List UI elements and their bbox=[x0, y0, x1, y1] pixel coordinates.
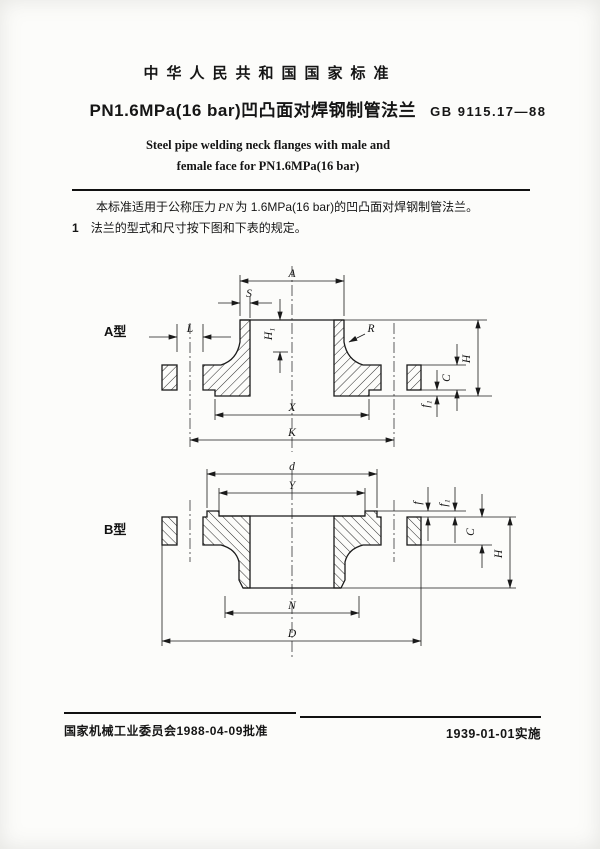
type-a-label: A型 bbox=[104, 324, 126, 339]
document-title: PN1.6MPa(16 bar)凹凸面对焊钢制管法兰 bbox=[89, 101, 417, 120]
dim-label-x: X bbox=[287, 402, 296, 414]
flange-a-centerlines bbox=[189, 266, 395, 452]
dim-label-l: L bbox=[186, 323, 193, 335]
clause-1-text: 法兰的型式和尺寸按下图和下表的规定。 bbox=[90, 221, 307, 235]
dimension-c: C bbox=[441, 344, 460, 411]
dimension-s: S bbox=[218, 288, 272, 318]
dim-label-c-b: C bbox=[465, 528, 477, 536]
dim-label-d-large: D bbox=[287, 628, 297, 640]
clause-1-number: 1 bbox=[72, 221, 79, 235]
dim-label-h1: H₁ bbox=[263, 328, 275, 341]
english-title-line2: female face for PN1.6MPa(16 bar) bbox=[176, 159, 360, 173]
dimension-h: H bbox=[461, 319, 481, 397]
dimension-k: K bbox=[189, 427, 395, 443]
dimension-f1-b: f₁ bbox=[438, 487, 458, 543]
footer-rule-left bbox=[64, 712, 296, 714]
dimension-f1: f₁ bbox=[420, 370, 440, 417]
standard-header: 中华人民共和国国家标准 bbox=[0, 62, 600, 83]
dimension-d-small: d bbox=[206, 461, 378, 508]
dim-label-n: N bbox=[287, 600, 297, 612]
dimension-a: A bbox=[239, 268, 345, 316]
standard-number: GB 9115.17—88 bbox=[430, 104, 547, 119]
dim-label-d: d bbox=[289, 461, 295, 473]
dim-label-y: Y bbox=[289, 480, 297, 492]
clause-1: 1 法兰的型式和尺寸按下图和下表的规定。 bbox=[72, 218, 552, 238]
dimension-y: Y bbox=[218, 480, 366, 512]
flange-a-cross-section bbox=[161, 319, 422, 397]
flange-drawing-type-b: d Y f f₁ C H bbox=[104, 461, 516, 658]
flange-drawing-type-a: A S L H₁ R X bbox=[104, 266, 492, 452]
standard-header-text: 中华人民共和国国家标准 bbox=[143, 65, 397, 82]
dimension-f: f bbox=[412, 487, 431, 541]
dim-label-f: f bbox=[412, 500, 424, 505]
footer-implementation: 1939-01-01实施 bbox=[446, 727, 541, 741]
footer-approval: 国家机械工业委员会1988-04-09批准 bbox=[64, 724, 268, 738]
dim-label-h: H bbox=[461, 354, 473, 364]
pn-symbol: PN bbox=[218, 200, 234, 214]
english-title: Steel pipe welding neck flanges with mal… bbox=[0, 135, 600, 177]
top-horizontal-rule bbox=[72, 189, 530, 191]
type-b-label: B型 bbox=[104, 522, 126, 537]
dim-label-s: S bbox=[246, 288, 252, 300]
dim-label-f1: f₁ bbox=[420, 400, 432, 407]
dim-label-h-b: H bbox=[493, 549, 505, 559]
footer-rule-right bbox=[300, 716, 541, 718]
intro-text-pre: 本标准适用于公称压力 bbox=[96, 200, 217, 214]
dimension-c-b: C bbox=[465, 494, 485, 568]
english-title-line1: Steel pipe welding neck flanges with mal… bbox=[145, 138, 391, 152]
dimension-l: L bbox=[149, 323, 231, 352]
dimension-d-large: D bbox=[161, 628, 422, 644]
flange-b-cross-section bbox=[161, 510, 422, 589]
flange-b-centerlines bbox=[189, 470, 395, 658]
dim-label-c: C bbox=[441, 374, 453, 382]
dim-label-a: A bbox=[287, 268, 296, 280]
dim-label-k: K bbox=[287, 427, 297, 439]
title-row: PN1.6MPa(16 bar)凹凸面对焊钢制管法兰 GB 9115.17—88 bbox=[0, 96, 600, 121]
intro-text-post: 为 1.6MPa(16 bar)的凹凸面对焊钢制管法兰。 bbox=[235, 200, 479, 214]
dimension-n: N bbox=[224, 596, 360, 618]
dimension-h-b: H bbox=[493, 516, 513, 589]
dimension-x: X bbox=[214, 399, 370, 420]
dim-label-f1-b: f₁ bbox=[438, 499, 450, 506]
dim-label-r: R bbox=[366, 323, 374, 335]
dimension-h1: H₁ bbox=[263, 299, 288, 373]
dimension-r-leader: R bbox=[348, 323, 375, 343]
